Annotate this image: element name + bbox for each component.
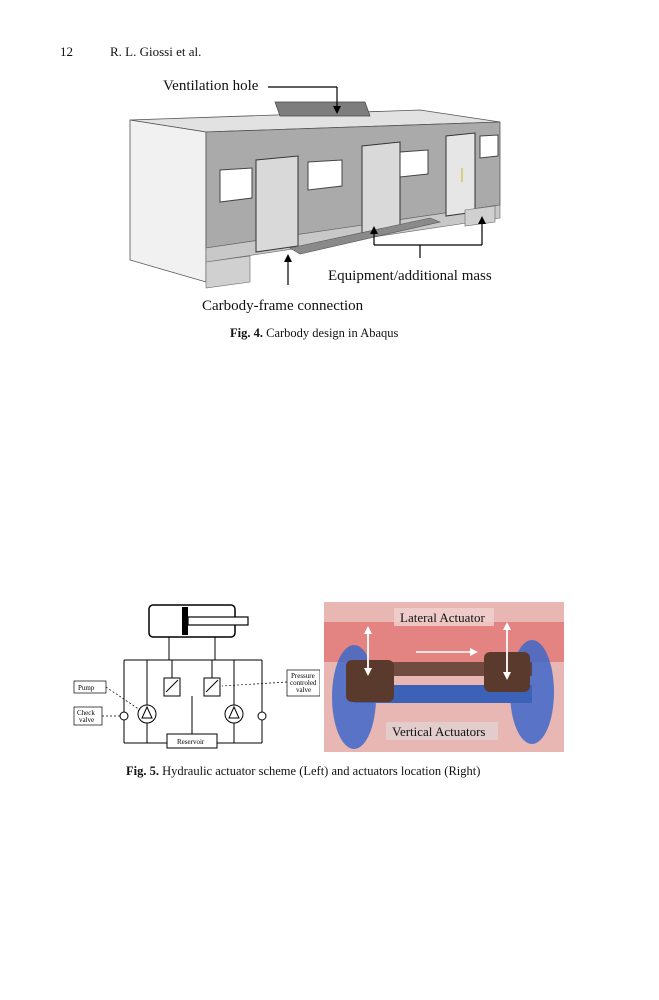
carbody-end-face (129, 119, 207, 283)
carbody-figure (129, 86, 501, 289)
figure4-caption-prefix: Fig. 4. (230, 326, 263, 340)
figure5-caption: Fig. 5. Hydraulic actuator scheme (Left)… (126, 764, 480, 779)
label-valve: valve (79, 716, 94, 724)
running-authors: R. L. Giossi et al. (110, 44, 202, 59)
arrowhead (503, 622, 511, 630)
valve-arrow (205, 679, 219, 693)
window (399, 149, 429, 178)
label-pressure: Pressure (291, 672, 315, 680)
reservoir-box (166, 733, 218, 749)
door-opening (445, 132, 476, 217)
label-lateral-actuator: Lateral Actuator (400, 610, 485, 625)
arrowhead (284, 254, 292, 262)
arrowhead (470, 648, 478, 656)
label-carbody-frame-connection: Carbody-frame connection (202, 298, 364, 314)
label-controled: controled (290, 679, 317, 687)
label-vertical-actuators: Vertical Actuators (392, 724, 486, 739)
piston-rod (187, 616, 249, 626)
page-number: 12 (60, 44, 73, 59)
pump-triangle (228, 705, 240, 719)
figure5-caption-text: Hydraulic actuator scheme (Left) and act… (162, 764, 481, 778)
check-valve-left (119, 711, 129, 721)
arrowhead (370, 226, 378, 234)
hydraulic-scheme: Pump Check valve Pressure controled valv… (73, 604, 320, 749)
arrowhead (503, 672, 511, 680)
figure4-caption: Fig. 4. Carbody design in Abaqus (230, 326, 398, 341)
door-opening (255, 155, 299, 253)
pump-triangle (141, 705, 153, 719)
valve-arrow (165, 679, 179, 693)
figure4-caption-text: Carbody design in Abaqus (266, 326, 399, 340)
carbody-frame-connection-rear (464, 205, 496, 227)
label-reservoir: Reservoir (177, 738, 205, 746)
circuit-lines (123, 637, 263, 744)
equipment-mass (289, 217, 442, 255)
arrowhead (333, 106, 341, 114)
window (219, 167, 253, 203)
window (479, 134, 499, 159)
door-opening (361, 141, 401, 235)
label-pump: Pump (78, 684, 95, 692)
arrowhead (478, 216, 486, 224)
pressure-valve-label-box (286, 669, 320, 697)
label-check: Check (77, 709, 95, 717)
ventilation-hole (274, 101, 371, 117)
actuator-location-image: Lateral Actuator Vertical Actuators (324, 602, 564, 752)
check-valve-right (257, 711, 267, 721)
arrowhead (364, 626, 372, 634)
leader-line (221, 681, 288, 687)
actuator-left (346, 660, 394, 702)
piston (182, 607, 188, 635)
label-ventilation-hole: Ventilation hole (163, 78, 259, 94)
figure5-caption-prefix: Fig. 5. (126, 764, 159, 778)
leader-line (105, 686, 141, 711)
window (307, 159, 343, 191)
label-valve-2: valve (296, 686, 311, 694)
carbody-frame-connection-front (205, 255, 251, 289)
vertical-label-box (386, 722, 498, 740)
label-equipment-mass: Equipment/additional mass (328, 268, 492, 284)
arrowhead (364, 668, 372, 676)
lateral-label-box (394, 608, 494, 626)
